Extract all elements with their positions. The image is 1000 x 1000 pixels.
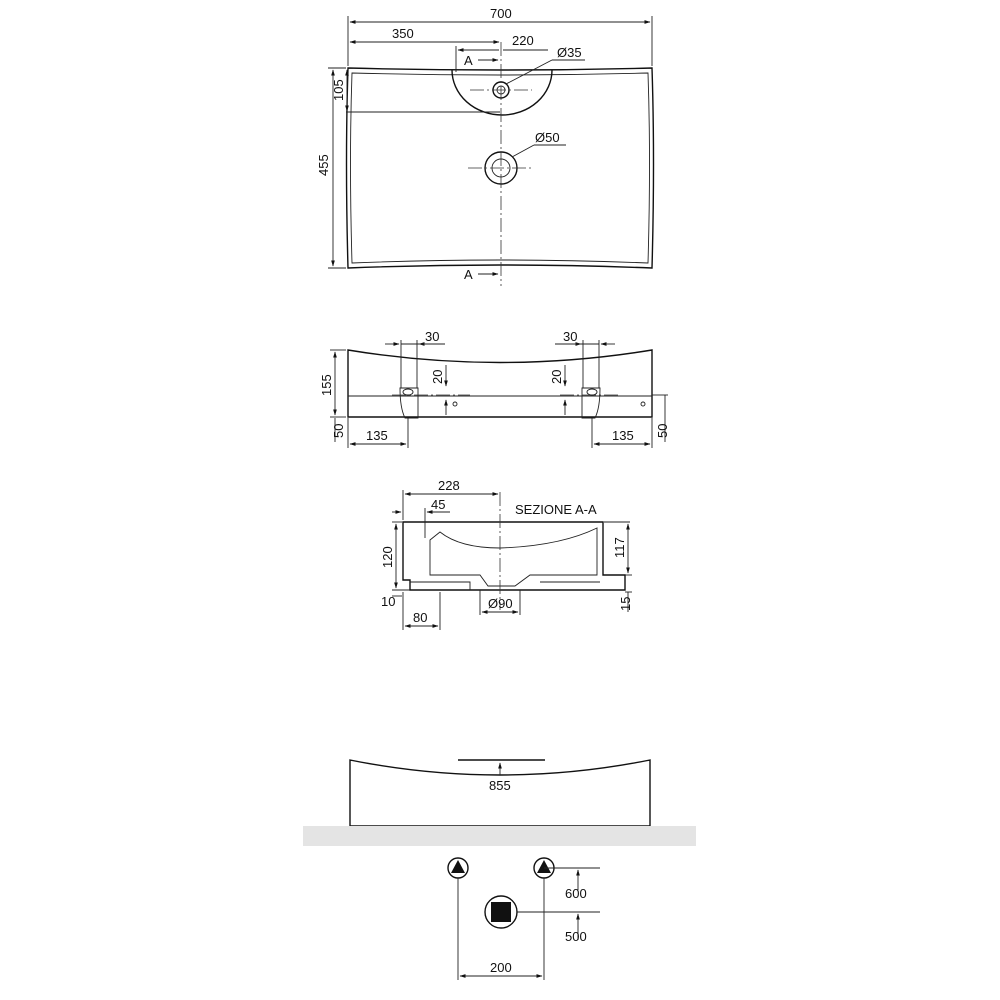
top-view: A A 700 350 220 Ø35 Ø50 105 455 [316, 6, 655, 286]
dim-install-upper: 600 [565, 886, 587, 901]
dim-height-left-small: 20 [430, 370, 445, 384]
dim-foot: 15 [618, 597, 633, 611]
dim-tap-offset: 220 [512, 33, 534, 48]
dim-height-right-small: 20 [549, 370, 564, 384]
dim-height-left: 120 [380, 546, 395, 568]
install-view: 855 200 600 500 [303, 759, 696, 980]
dim-drain: Ø50 [535, 130, 560, 145]
basin-front-outline [347, 349, 653, 418]
dim-install-lower: 500 [565, 929, 587, 944]
dim-slot-right: 30 [563, 329, 577, 344]
dim-base-left: 50 [331, 424, 346, 438]
dim-height: 155 [319, 374, 334, 396]
dim-base-right: 50 [655, 424, 670, 438]
dim-depth: 455 [316, 154, 331, 176]
dim-rim: 10 [381, 594, 395, 609]
section-mark-bottom: A [464, 267, 473, 282]
dim-half-width: 350 [392, 26, 414, 41]
section-title: SEZIONE A-A [515, 502, 597, 517]
tap-recess [451, 69, 553, 116]
dim-offset-right: 135 [612, 428, 634, 443]
dim-height-right: 117 [612, 537, 627, 558]
dim-install-height: 855 [489, 778, 511, 793]
section-view: SEZIONE A-A 228 45 120 117 10 80 [380, 478, 633, 630]
dim-tap-hole: Ø35 [557, 45, 582, 60]
dim-slot-left: 30 [425, 329, 439, 344]
section-bowl [429, 527, 598, 587]
section-mark-top: A [464, 53, 473, 68]
basin-top-outline [345, 67, 655, 269]
dim-center-offset: 228 [438, 478, 460, 493]
basin-inner-rim [350, 72, 650, 264]
bracket-left [399, 387, 419, 419]
dim-spacing: 200 [490, 960, 512, 975]
basin-elevation [349, 759, 651, 827]
dim-offset-left: 135 [366, 428, 388, 443]
dim-base-width: 80 [413, 610, 427, 625]
dim-drain-section: Ø90 [488, 596, 513, 611]
dim-tap-depth: 45 [431, 497, 445, 512]
bracket-right [581, 387, 601, 419]
section-outline [402, 521, 626, 591]
dim-width: 700 [490, 6, 512, 21]
front-view: 30 30 20 20 155 50 50 135 [319, 329, 670, 448]
floor-band [303, 826, 696, 846]
